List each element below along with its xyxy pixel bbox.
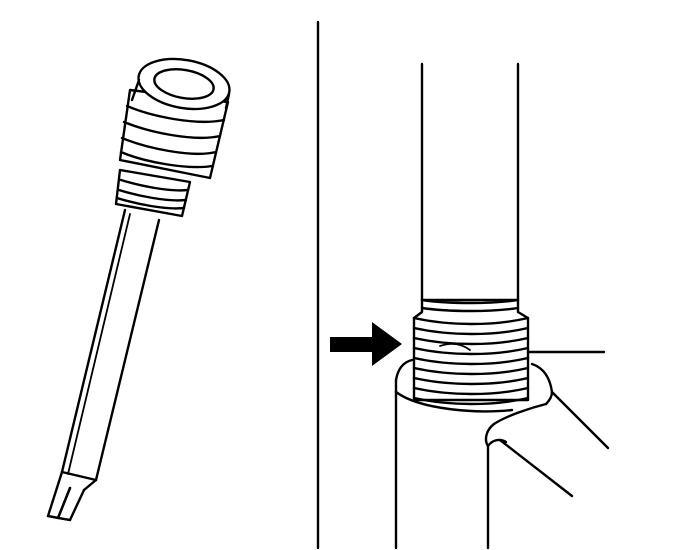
tool-shaft bbox=[60, 208, 161, 482]
tool-thread-head bbox=[118, 88, 230, 180]
threaded-tool bbox=[46, 57, 231, 522]
tool-tip bbox=[46, 470, 98, 522]
housing-side-boss bbox=[484, 422, 574, 550]
shaft-assembly bbox=[394, 62, 610, 550]
housing-body bbox=[394, 358, 610, 550]
tool-top-cap bbox=[130, 57, 231, 111]
tool-collar bbox=[114, 168, 192, 218]
arrow-right-icon bbox=[330, 322, 402, 366]
shaft-thread bbox=[412, 298, 530, 406]
upper-shaft bbox=[420, 62, 520, 302]
